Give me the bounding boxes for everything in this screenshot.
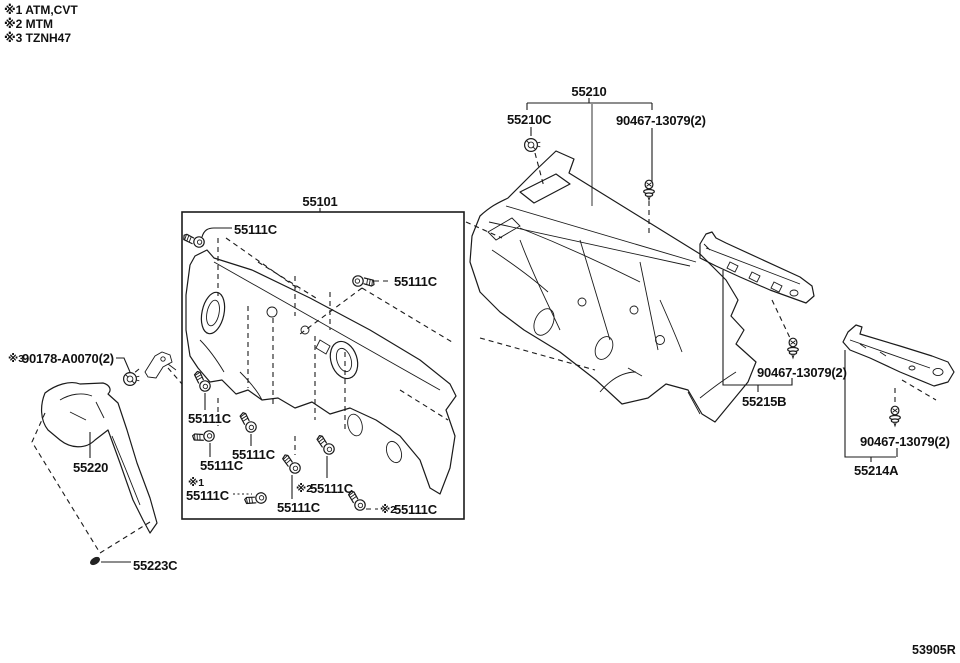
retainer-55215B-drawing xyxy=(699,231,815,392)
insulator-box-55101 xyxy=(181,208,465,520)
clip-icon xyxy=(889,405,901,427)
part-label-55111C-9[interactable]: 55111C xyxy=(394,502,438,517)
retainer-55214A-drawing xyxy=(842,324,955,462)
part-label-55215B[interactable]: 55215B xyxy=(742,394,787,409)
part-label-55220[interactable]: 55220 xyxy=(73,460,108,475)
bolt-icon xyxy=(352,275,375,287)
ref-mark-3: ※3 xyxy=(8,353,24,365)
bolt-icon xyxy=(181,232,206,249)
grommet-icon xyxy=(523,138,541,152)
part-label-55210C[interactable]: 55210C xyxy=(507,112,552,127)
ref-mark-2a: ※2 xyxy=(296,483,312,495)
part-label-55111C-4[interactable]: 55111C xyxy=(232,447,276,462)
bolt-icon xyxy=(313,433,337,457)
part-label-55101[interactable]: 55101 xyxy=(302,194,337,209)
bolt-icon xyxy=(190,369,213,394)
page-code: 53905R xyxy=(912,643,956,657)
part-label-55111C-1[interactable]: 55111C xyxy=(234,222,278,237)
part-label-55223C[interactable]: 55223C xyxy=(133,558,178,573)
part-label-90467-top[interactable]: 90467-13079(2) xyxy=(616,113,706,128)
part-label-90467-mid[interactable]: 90467-13079(2) xyxy=(757,365,847,380)
part-label-55111C-8[interactable]: 55111C xyxy=(310,481,354,496)
part-label-90467-bot[interactable]: 90467-13079(2) xyxy=(860,434,950,449)
part-label-55214A[interactable]: 55214A xyxy=(854,463,899,478)
ref-mark-2b: ※2 xyxy=(380,504,396,516)
bolt-icon xyxy=(278,453,303,476)
part-label-55111C-2[interactable]: 55111C xyxy=(394,274,438,289)
fastener-icon xyxy=(89,556,101,566)
bolt-icon xyxy=(191,429,216,446)
part-label-55111C-3[interactable]: 55111C xyxy=(188,411,232,426)
bolt-icon xyxy=(235,411,259,435)
part-label-55111C-6[interactable]: 55111C xyxy=(186,488,230,503)
clip-icon xyxy=(643,179,655,201)
legend-ref-1: ※1 ATM,CVT xyxy=(4,3,78,17)
lower-insulator-55220-drawing xyxy=(31,351,183,566)
legend: ※1 ATM,CVT ※2 MTM ※3 TZNH47 xyxy=(4,3,78,45)
ref-mark-1: ※1 xyxy=(188,477,204,489)
dash-panel-insulator-55210-drawing xyxy=(465,98,757,423)
grommet-icon xyxy=(122,372,140,386)
part-label-55111C-7[interactable]: 55111C xyxy=(277,500,321,515)
legend-ref-2: ※2 MTM xyxy=(4,17,53,31)
part-label-55111C-5[interactable]: 55111C xyxy=(200,458,244,473)
part-label-55210[interactable]: 55210 xyxy=(571,84,606,99)
clip-icon xyxy=(787,337,799,359)
legend-ref-3: ※3 TZNH47 xyxy=(4,31,71,45)
part-labels: 55210 55210C 90467-13079(2) 55101 55111C… xyxy=(8,84,950,573)
part-label-90178-A0070[interactable]: 90178-A0070(2) xyxy=(22,351,114,366)
